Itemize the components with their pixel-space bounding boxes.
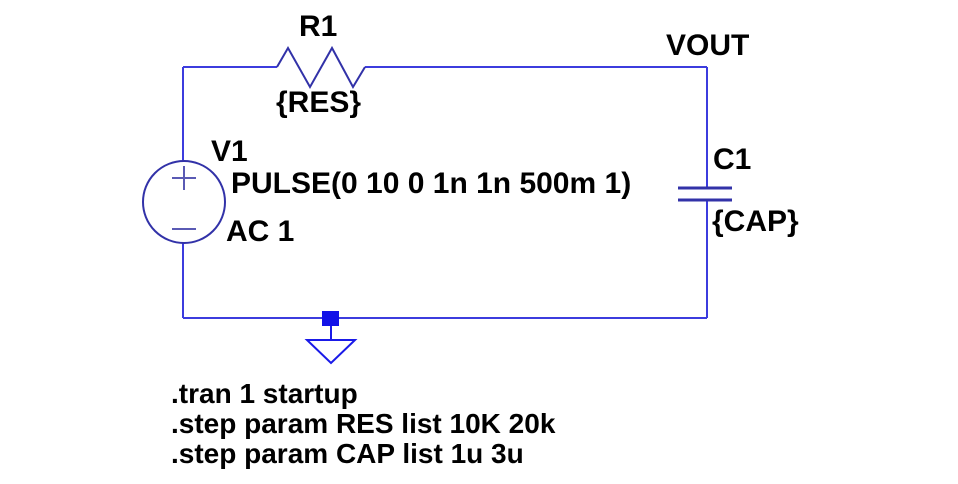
plus-polarity-mark (172, 166, 196, 190)
source-value-label[interactable]: PULSE(0 10 0 1n 1n 500m 1) (231, 167, 632, 200)
wire-junction-node[interactable] (322, 311, 339, 326)
directive-step-res[interactable]: .step param RES list 10K 20k (171, 408, 556, 439)
capacitor-ref-label[interactable]: C1 (713, 143, 752, 176)
resistor-symbol[interactable] (276, 45, 366, 90)
spice-directives: .tran 1 startup .step param RES list 10K… (171, 379, 555, 469)
directive-step-cap[interactable]: .step param CAP list 1u 3u (171, 438, 524, 469)
capacitor-symbol[interactable] (678, 186, 732, 202)
directive-tran[interactable]: .tran 1 startup (171, 378, 358, 409)
resistor-ref-label[interactable]: R1 (299, 10, 338, 43)
net-label-vout[interactable]: VOUT (666, 29, 750, 62)
source-ac-label[interactable]: AC 1 (226, 215, 295, 248)
ground-symbol[interactable] (304, 339, 358, 365)
resistor-value-label[interactable]: {RES} (276, 86, 362, 119)
source-ref-label[interactable]: V1 (211, 135, 248, 168)
capacitor-value-label[interactable]: {CAP} (712, 205, 799, 238)
voltage-source-symbol[interactable] (142, 160, 226, 244)
